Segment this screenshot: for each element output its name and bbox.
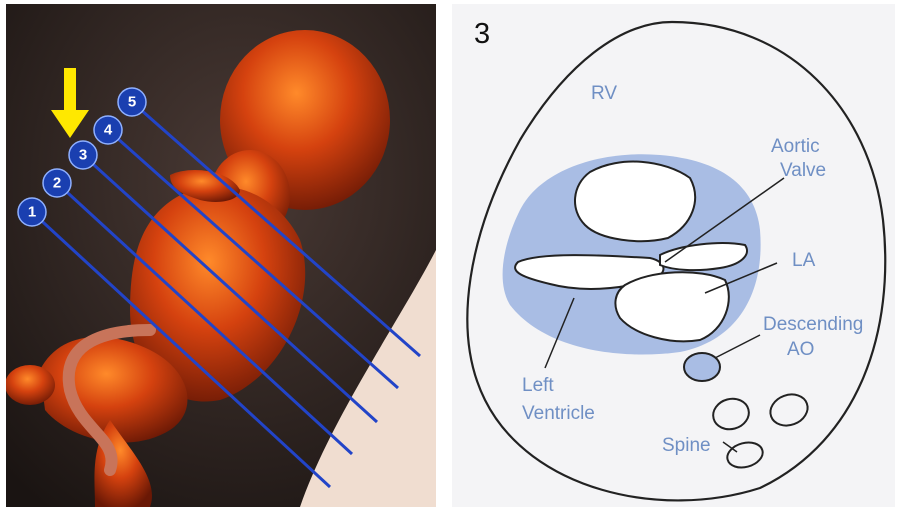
label-descending-ao-line2: AO: [787, 339, 814, 360]
svg-text:3: 3: [79, 147, 87, 164]
label-descending-ao-line1: Descending: [763, 314, 863, 335]
svg-text:5: 5: [128, 94, 136, 111]
descending-aorta: [684, 353, 720, 381]
plane-marker-1: 1: [18, 198, 46, 226]
panel-number: 3: [474, 18, 490, 50]
label-aortic-valve-line1: Aortic: [771, 136, 820, 157]
label-la: LA: [792, 250, 816, 271]
svg-text:1: 1: [28, 204, 36, 221]
svg-text:2: 2: [53, 175, 61, 192]
heart-section-diagram-panel: 3 RV Aortic Valve LA Descending AO Left …: [452, 4, 895, 507]
right-ventricle-chamber: [575, 162, 695, 242]
plane-marker-2: 2: [43, 169, 71, 197]
label-left-ventricle-line2: Ventricle: [522, 403, 595, 424]
plane-marker-4: 4: [94, 116, 122, 144]
label-spine: Spine: [662, 435, 711, 456]
label-rv: RV: [591, 83, 617, 104]
plane-marker-5: 5: [118, 88, 146, 116]
fetus-illustration-panel: 1 2 3 4 5: [5, 4, 436, 507]
label-aortic-valve-line2: Valve: [780, 160, 826, 181]
plane-marker-3: 3: [69, 141, 97, 169]
label-left-ventricle-line1: Left: [522, 375, 554, 396]
svg-text:4: 4: [104, 122, 113, 139]
